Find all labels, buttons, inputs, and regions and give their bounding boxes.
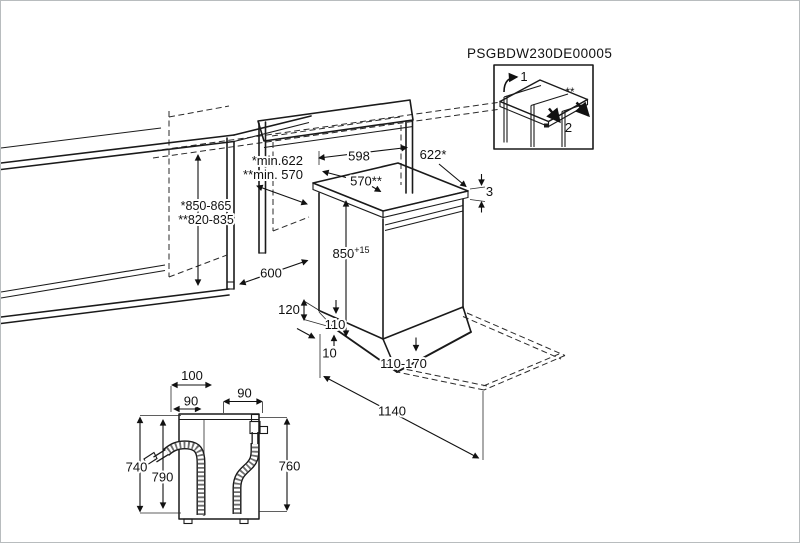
dim-depth-without-worktop: 570** <box>322 169 384 193</box>
dim-niche-width: 598 <box>318 144 408 166</box>
plinth-recess-label: 120 <box>278 302 300 317</box>
drain-hose-end <box>143 451 158 466</box>
dim-cabinet-height: *850-865 **820-835 <box>176 154 236 286</box>
dim-depth-with-worktop: 622* <box>418 145 467 188</box>
appliance-height-label: 850+15 <box>333 245 370 261</box>
dim-open-door-clearance: 1140 <box>319 334 484 460</box>
dim-niche-depth: *min.622 **min. 570 <box>241 151 308 206</box>
inset-step1-label: 1 <box>520 69 527 84</box>
plinth-depth-label: 10 <box>322 346 336 361</box>
inset-pull-arrow <box>546 107 561 124</box>
dim-appliance-height: 850+15 <box>331 200 371 337</box>
drawing-code: PSGBDW230DE00005 <box>467 46 612 61</box>
left-foot <box>183 518 193 525</box>
door-bottom-edge <box>382 306 464 340</box>
inlet-hose <box>232 413 269 514</box>
inset-step2-label: 2 <box>565 120 572 135</box>
open-door-clearance-label: 1140 <box>378 404 406 419</box>
niche-depth-label-1: *min.622 <box>252 153 303 168</box>
niche-depth-label-2: **min. 570 <box>243 167 303 182</box>
left-cabinet <box>1 115 312 325</box>
niche-width-label: 598 <box>348 149 370 164</box>
dim-worktop-thickness: 3 <box>469 174 493 213</box>
cabinet-depth-label: 600 <box>260 266 282 281</box>
dishwasher <box>312 162 472 373</box>
inset-border <box>493 64 594 150</box>
depth-without-worktop-label: 570** <box>350 174 382 189</box>
dim-rear-offsets: 100 90 90 <box>170 366 263 413</box>
appliance-rear-outline <box>178 413 260 520</box>
dim-hose-lengths: 740 790 760 <box>124 415 302 514</box>
hose-middle-length-label: 790 <box>152 470 174 485</box>
offset-left-label: 90 <box>184 394 198 409</box>
floor-front-edge <box>396 331 472 373</box>
rear-view-diagram: 100 90 90 740 790 760 <box>124 366 302 525</box>
dim-cabinet-depth: 600 <box>239 259 309 286</box>
plinth-height-label: 110 <box>325 317 346 332</box>
inset-note-marker: ** <box>566 87 575 99</box>
dim-feet-adjustment: 110-170 <box>378 337 429 373</box>
dim-plinth-depth: 10 <box>296 328 339 363</box>
hose-left-length-label: 740 <box>126 460 148 475</box>
worktop-removal-inset: 1 2 ** <box>493 64 594 150</box>
hidden-countertop-lines <box>152 101 502 159</box>
dim-plinth-recess: 120 <box>276 299 335 329</box>
dim-plinth-height: 110 <box>323 300 347 334</box>
door-clearance-floor <box>396 312 566 391</box>
cabinet-height-label-1: *850-865 <box>181 199 232 213</box>
inset-worktop-panel <box>499 79 589 123</box>
depth-with-worktop-label: 622* <box>420 147 447 162</box>
feet-adjustment-label: 110-170 <box>380 356 427 371</box>
hose-right-length-label: 760 <box>279 459 301 474</box>
inset-slide-arrow <box>574 101 590 118</box>
right-foot <box>239 518 249 525</box>
cabinet-height-label-2: **820-835 <box>178 213 234 227</box>
inset-lift-arrow <box>503 72 519 93</box>
worktop-thickness-label: 3 <box>486 184 493 199</box>
drain-offset-label: 100 <box>181 368 203 383</box>
dishwasher-worktop <box>312 162 469 212</box>
offset-right-label: 90 <box>237 386 251 401</box>
door-top-edge <box>384 204 464 226</box>
